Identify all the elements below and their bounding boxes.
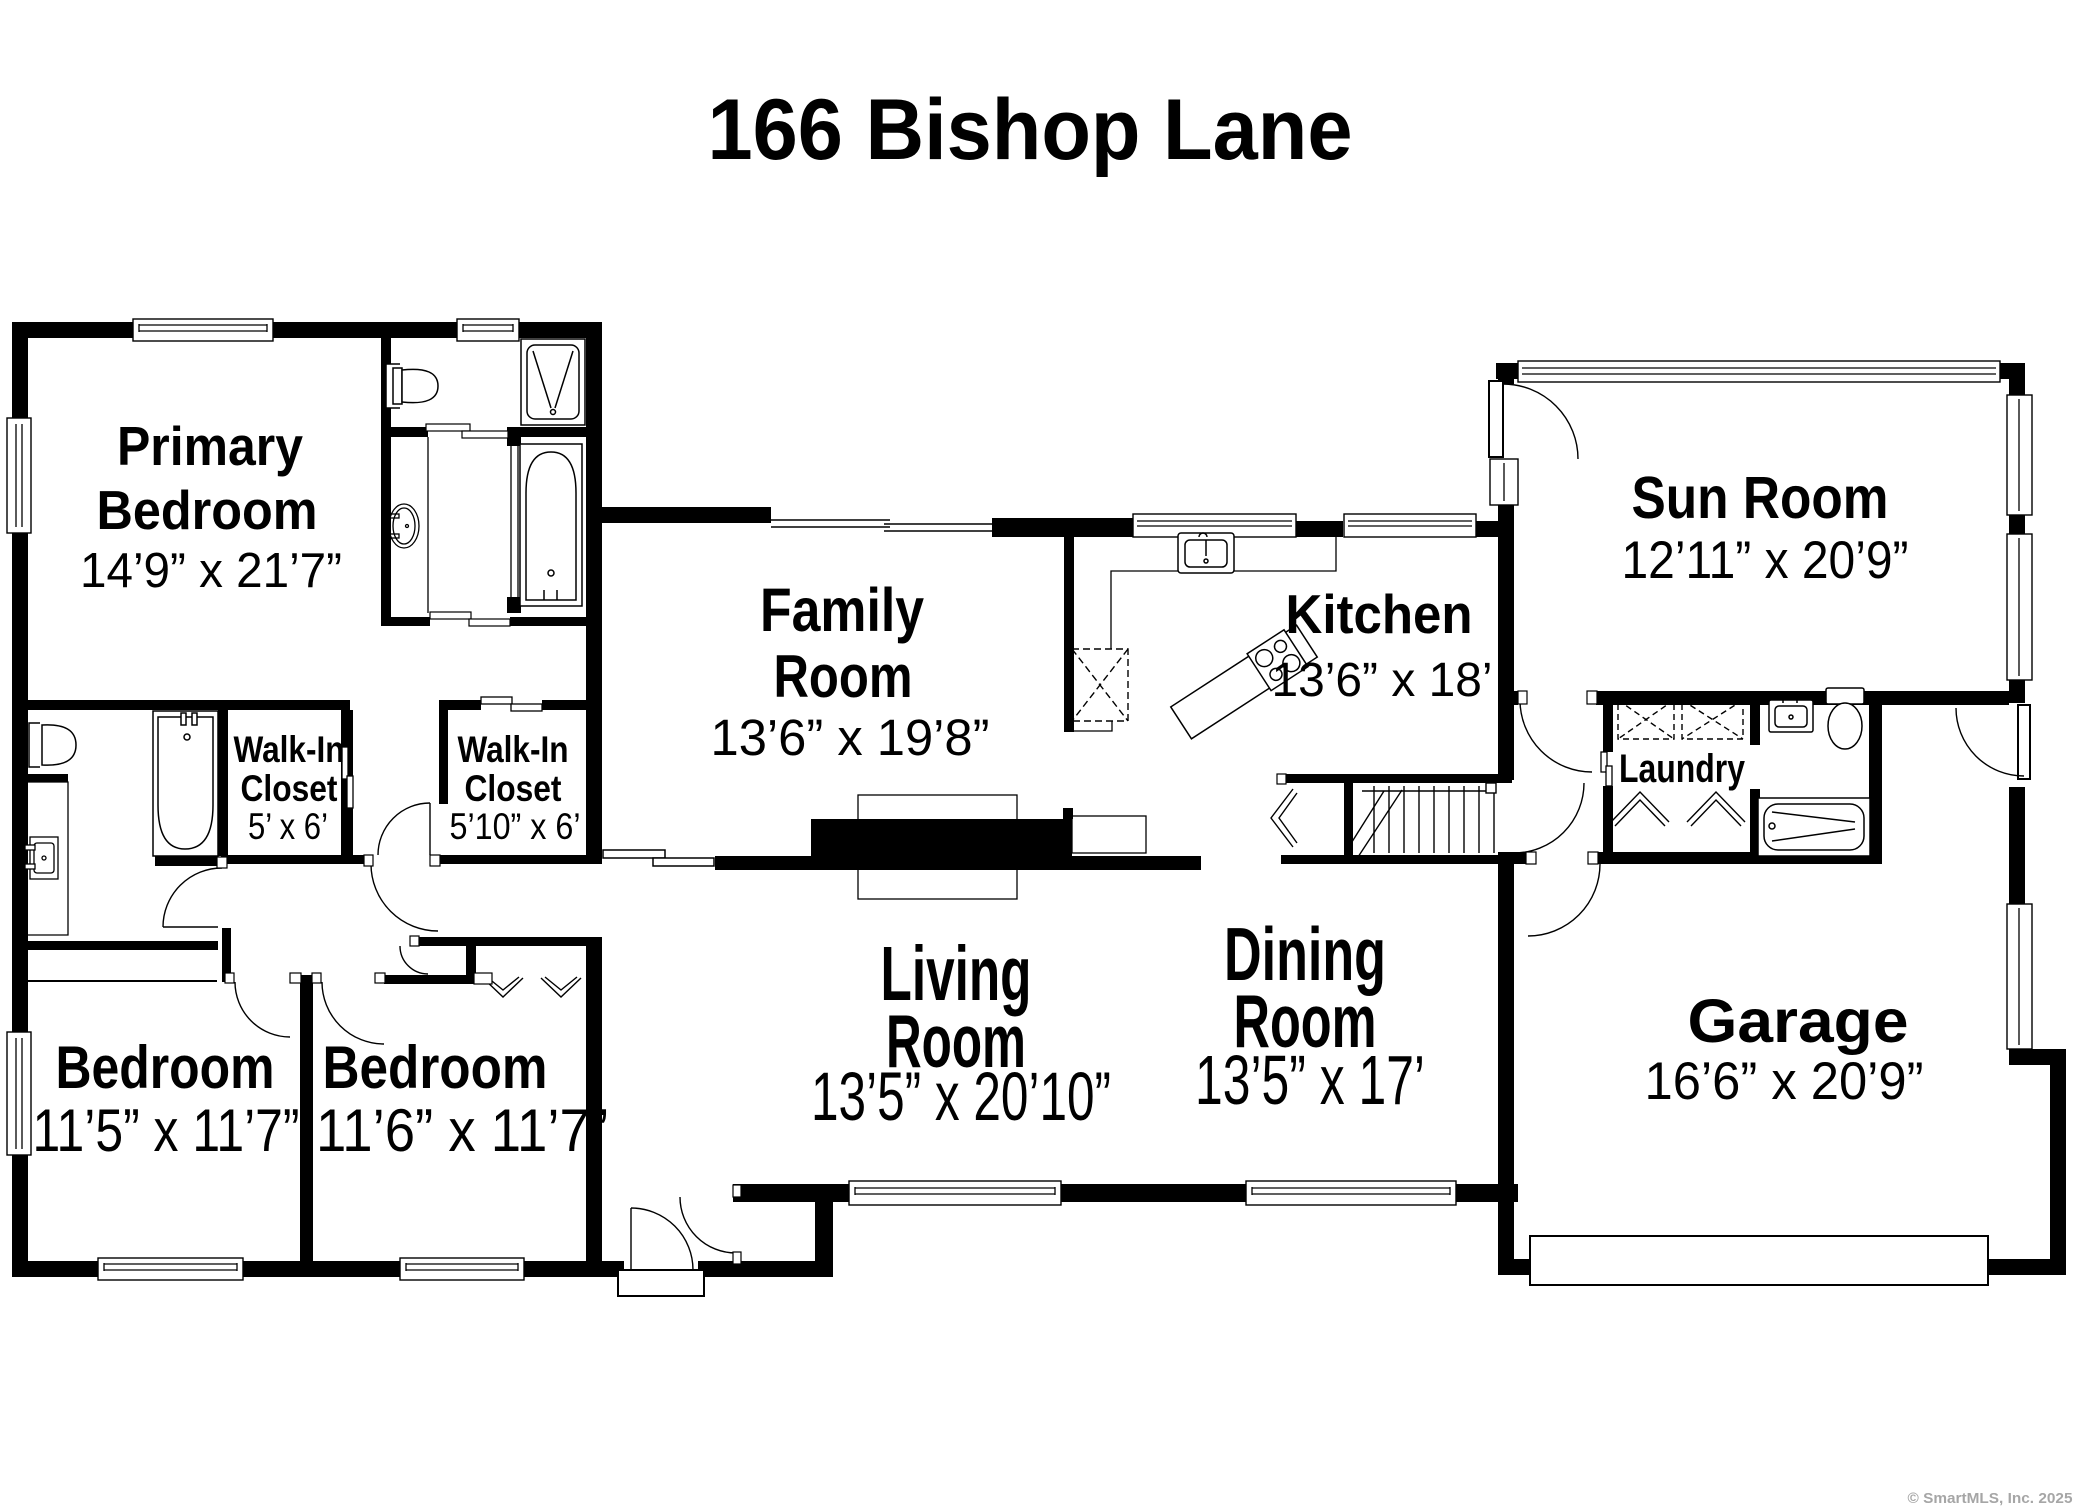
svg-text:13’6” x 18’: 13’6” x 18’: [1272, 654, 1493, 707]
svg-text:Bedroom: Bedroom: [56, 1034, 275, 1101]
svg-text:© SmartMLS, Inc. 2025: © SmartMLS, Inc. 2025: [1908, 1490, 2073, 1507]
svg-text:5’ x 6’: 5’ x 6’: [248, 806, 328, 847]
svg-text:Room: Room: [886, 999, 1026, 1083]
svg-text:Sun Room: Sun Room: [1632, 465, 1889, 531]
svg-text:5’10” x 6’: 5’10” x 6’: [450, 806, 581, 847]
svg-text:Family: Family: [760, 576, 924, 644]
svg-text:14’9” x 21’7”: 14’9” x 21’7”: [80, 544, 342, 598]
svg-text:166 Bishop Lane: 166 Bishop Lane: [708, 82, 1353, 178]
svg-text:Closet: Closet: [465, 768, 562, 809]
svg-text:13’5” x 17’: 13’5” x 17’: [1195, 1041, 1425, 1119]
svg-text:Walk-In: Walk-In: [234, 729, 345, 770]
svg-text:Garage: Garage: [1688, 987, 1909, 1055]
svg-text:Bedroom: Bedroom: [97, 479, 318, 541]
svg-text:Room: Room: [1234, 979, 1377, 1063]
svg-text:Closet: Closet: [241, 768, 338, 809]
svg-text:11’5” x 11’7”: 11’5” x 11’7”: [33, 1097, 300, 1164]
svg-text:Room: Room: [774, 643, 913, 710]
svg-text:Living: Living: [881, 931, 1032, 1017]
svg-text:12’11” x 20’9”: 12’11” x 20’9”: [1622, 531, 1909, 590]
svg-text:Walk-In: Walk-In: [458, 729, 569, 770]
svg-text:Dining: Dining: [1224, 912, 1386, 996]
svg-text:Bedroom: Bedroom: [323, 1034, 548, 1101]
svg-text:Kitchen: Kitchen: [1286, 583, 1473, 645]
svg-text:11’6” x 11’7”: 11’6” x 11’7”: [316, 1097, 608, 1164]
svg-text:Laundry: Laundry: [1619, 747, 1746, 791]
svg-text:13’6” x 19’8”: 13’6” x 19’8”: [711, 709, 990, 766]
svg-text:Primary: Primary: [117, 415, 303, 477]
svg-text:13’5” x 20’10”: 13’5” x 20’10”: [811, 1058, 1111, 1135]
svg-text:16’6” x 20’9”: 16’6” x 20’9”: [1645, 1052, 1924, 1111]
